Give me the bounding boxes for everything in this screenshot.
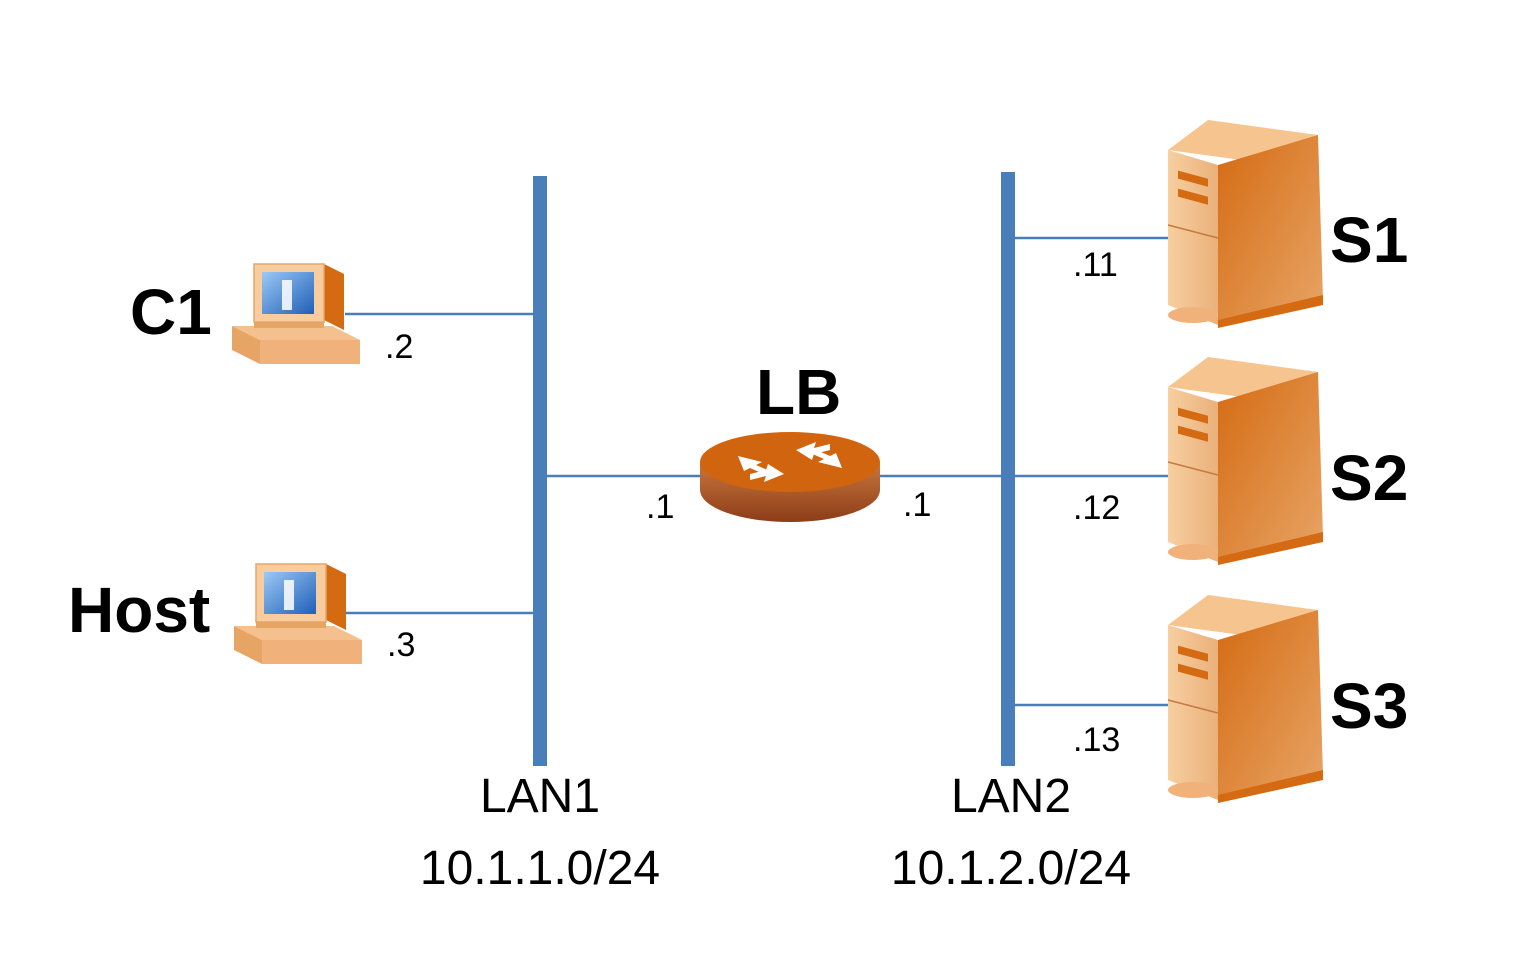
s2-label: S2 [1330, 442, 1408, 514]
s1-server-icon[interactable] [1167, 119, 1324, 329]
host-computer-icon[interactable] [233, 563, 363, 665]
s3-label: S3 [1330, 670, 1408, 742]
s1-ip-label: .11 [1073, 246, 1118, 284]
lan1-name-label: LAN1 [480, 770, 600, 823]
lb-router-icon[interactable] [700, 432, 880, 522]
s3-server-icon[interactable] [1167, 594, 1324, 804]
s1-label: S1 [1330, 204, 1408, 276]
s2-ip-label: .12 [1073, 489, 1120, 527]
lb-lan2-ip-label: .1 [903, 486, 931, 524]
host-label: Host [68, 574, 210, 646]
lan2-bus [1001, 172, 1015, 766]
s2-server-icon[interactable] [1167, 356, 1324, 566]
lb-lan1-ip-label: .1 [646, 488, 674, 526]
c1-label: C1 [130, 276, 212, 348]
s3-ip-label: .13 [1073, 721, 1120, 759]
lb-label: LB [756, 356, 841, 428]
lan2-name-label: LAN2 [951, 770, 1071, 823]
lan1-subnet-label: 10.1.1.0/24 [420, 842, 660, 895]
host-ip-label: .3 [387, 626, 415, 664]
c1-ip-label: .2 [385, 328, 413, 366]
c1-computer-icon[interactable] [231, 263, 361, 365]
lan1-bus [533, 176, 547, 766]
lan2-subnet-label: 10.1.2.0/24 [891, 842, 1131, 895]
